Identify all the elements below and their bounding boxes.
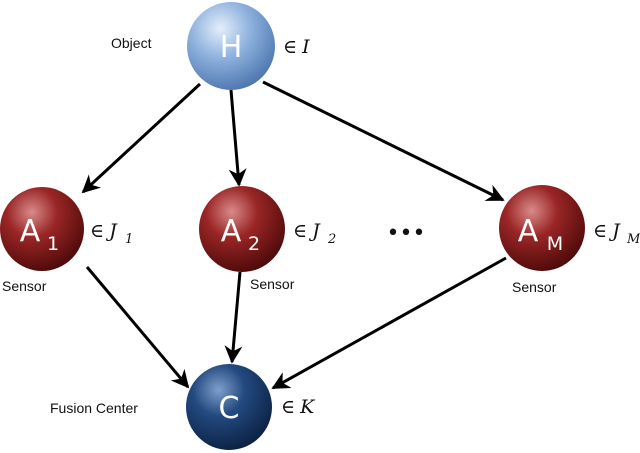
sensor-2-subscript: 2 xyxy=(248,233,260,255)
sensor-m-subscript: M xyxy=(547,233,563,255)
object-letter: H xyxy=(220,30,243,65)
node-sensor-2: A 2 ∈J 2 Sensor xyxy=(199,186,336,292)
sensor-1-set-subscript: 1 xyxy=(125,232,133,247)
sensor-2-set-label: ∈J xyxy=(293,220,321,242)
edges xyxy=(81,80,507,390)
sensor-m-set-label: ∈J xyxy=(593,220,621,242)
sensor-1-circle xyxy=(0,187,84,271)
object-circle xyxy=(187,2,275,90)
node-fusion-center: C ∈K Fusion Center xyxy=(50,364,316,450)
sensor-2-circle xyxy=(199,186,285,272)
node-object: H ∈I Object xyxy=(111,2,310,90)
node-sensor-m: A M ∈J M Sensor xyxy=(499,185,640,295)
sensor-m-circle xyxy=(499,185,585,271)
sensor-1-caption: Sensor xyxy=(2,278,47,294)
object-set-label: ∈I xyxy=(283,36,310,58)
sensor-ellipsis: ••• xyxy=(387,221,426,246)
edge-h-a1 xyxy=(81,82,202,194)
edge-a1-c xyxy=(85,266,190,389)
node-sensor-1: A 1 ∈J 1 Sensor xyxy=(0,187,133,294)
sensor-1-set-label: ∈J xyxy=(90,220,118,242)
edge-h-a2 xyxy=(228,89,247,187)
fusion-center-set-label: ∈K xyxy=(281,396,316,418)
edge-h-am xyxy=(262,80,505,202)
fusion-center-circle xyxy=(186,364,272,450)
sensor-2-set-subscript: 2 xyxy=(327,232,336,247)
edge-am-c xyxy=(271,256,507,390)
fusion-center-letter: C xyxy=(219,391,240,426)
sensor-1-letter: A xyxy=(20,214,41,249)
sensor-m-letter: A xyxy=(518,214,539,249)
sensor-2-letter: A xyxy=(221,214,242,249)
sensor-m-caption: Sensor xyxy=(512,279,557,295)
object-caption: Object xyxy=(111,35,152,51)
edge-a2-c xyxy=(224,271,243,364)
sensor-2-caption: Sensor xyxy=(250,276,295,292)
sensor-1-subscript: 1 xyxy=(47,233,59,255)
fusion-center-caption: Fusion Center xyxy=(50,400,138,416)
sensor-m-set-subscript: M xyxy=(626,232,640,247)
